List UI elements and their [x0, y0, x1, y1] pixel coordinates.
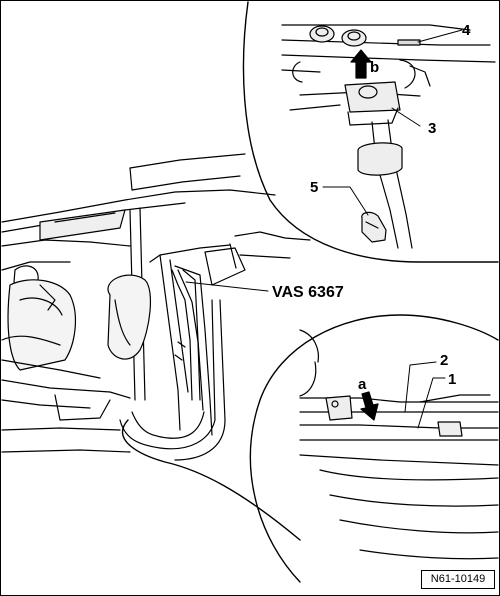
connector-curve [121, 419, 301, 541]
callout-3: 3 [428, 120, 436, 137]
tool-label: VAS 6367 [272, 284, 344, 301]
callout-1: 1 [448, 371, 456, 388]
detail-view-lower [249, 314, 499, 583]
arrow-up-icon [350, 49, 372, 79]
arrow-down-icon [360, 391, 379, 421]
tool-leader-line [185, 281, 269, 292]
callout-4: 4 [462, 22, 471, 39]
car-interior-illustration [1, 153, 311, 461]
callout-5: 5 [310, 179, 318, 196]
callout-a: a [358, 376, 367, 393]
figure-reference: N61-10149 [421, 570, 495, 589]
callout-2: 2 [440, 352, 448, 369]
detail-view-upper [242, 1, 499, 263]
callout-b: b [370, 59, 379, 76]
